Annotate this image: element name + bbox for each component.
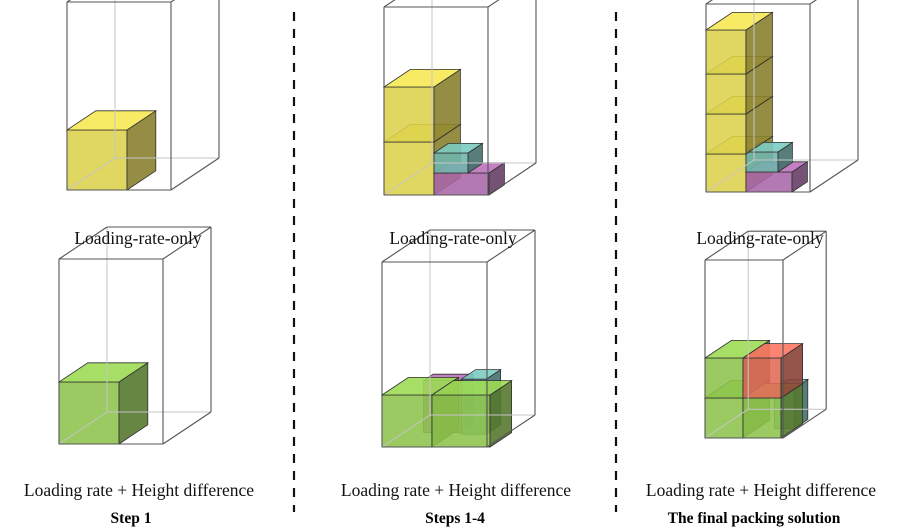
- panel-loading-rate-only-step1: [65, 0, 220, 191]
- container-back-edge: [66, 157, 116, 191]
- container-edge: [58, 226, 108, 260]
- box-green: [430, 379, 513, 448]
- box-red: [741, 342, 804, 399]
- container-edge: [383, 0, 396, 8]
- box-yellow-front: [383, 141, 435, 196]
- container-edge: [782, 408, 827, 439]
- box-yellow-top: [704, 11, 774, 31]
- box-green-top: [380, 376, 460, 396]
- box-purple-front: [433, 172, 490, 196]
- box-green-front: [704, 357, 744, 399]
- box-yellow: [382, 68, 462, 143]
- container-edge: [381, 229, 431, 263]
- box-teal-top: [459, 369, 502, 380]
- column-label-steps: Steps 1-4: [425, 510, 485, 527]
- box-yellow-top: [65, 110, 158, 131]
- container-back-edge: [383, 162, 433, 196]
- box-yellow-front: [66, 129, 128, 191]
- container-edge: [486, 229, 536, 263]
- container-back-edge: [704, 408, 749, 439]
- container-back-edge: [58, 411, 108, 445]
- caption-bottom-right: Loading rate + Height difference: [645, 480, 877, 500]
- column-label-final: The final packing solution: [667, 510, 841, 527]
- box-teal-top: [432, 142, 484, 154]
- container-edge: [162, 226, 212, 260]
- container-edge: [487, 0, 500, 8]
- container-edge: [487, 162, 537, 196]
- container-back-edge: [705, 159, 755, 193]
- container-edge: [162, 411, 212, 445]
- panel-height-diff-final: [703, 230, 827, 439]
- container-edge: [809, 0, 817, 5]
- container-edge: [704, 230, 749, 261]
- box-yellow-front: [705, 73, 747, 115]
- box-yellow-front: [705, 113, 747, 155]
- box-green: [57, 362, 150, 445]
- container-edge: [170, 0, 175, 3]
- box-green-front: [58, 381, 120, 445]
- container-edge: [782, 230, 827, 261]
- box-yellow: [704, 11, 774, 75]
- container-edge: [486, 414, 536, 448]
- box-green-front: [381, 394, 433, 448]
- caption-top-mid: Loading-rate-only: [389, 228, 517, 248]
- box-red-top: [741, 343, 804, 359]
- box-yellow-front: [705, 29, 747, 75]
- container-edge: [170, 157, 220, 191]
- panel-height-diff-step1: [57, 226, 212, 445]
- container-edge: [705, 0, 713, 5]
- caption-top-left: Loading-rate-only: [74, 228, 202, 248]
- box-green-front: [431, 394, 491, 448]
- box-yellow: [65, 110, 158, 191]
- box-yellow-top: [382, 69, 462, 88]
- container-edge: [809, 159, 859, 193]
- box-green-top: [57, 362, 150, 383]
- caption-top-right: Loading-rate-only: [696, 228, 824, 248]
- box-green-top: [430, 380, 513, 396]
- column-label-step1: Step 1: [110, 510, 152, 527]
- panel-height-diff-steps: [380, 229, 536, 448]
- panel-loading-rate-only-steps: [382, 0, 537, 196]
- panel-loading-rate-only-final: [704, 0, 859, 193]
- caption-bottom-mid: Loading rate + Height difference: [340, 480, 572, 500]
- box-teal: [432, 142, 484, 174]
- box-yellow-front: [705, 153, 747, 193]
- box-green-front: [704, 397, 744, 439]
- container-back-edge: [381, 414, 431, 448]
- caption-bottom-left: Loading rate + Height difference: [23, 480, 255, 500]
- box-yellow-front: [383, 86, 435, 143]
- box-green-top: [703, 339, 771, 359]
- box-purple-front: [745, 171, 793, 193]
